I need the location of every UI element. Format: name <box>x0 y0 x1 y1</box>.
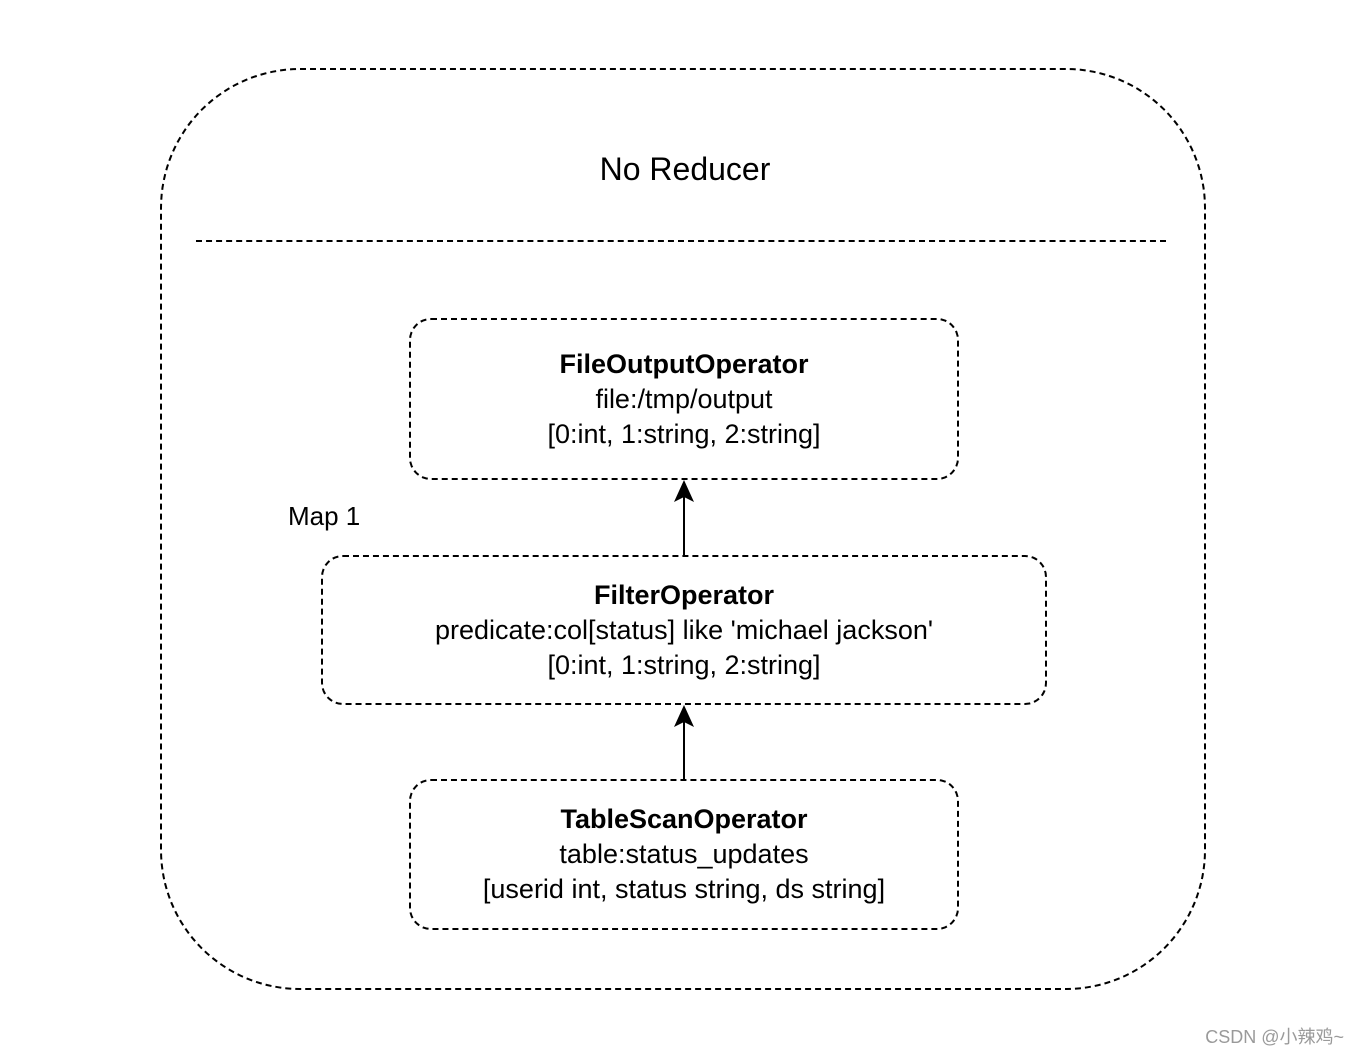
edge-filter-to-file-output <box>674 480 694 555</box>
arrow-head-icon <box>674 480 694 502</box>
filter-operator-node: FilterOperator predicate:col[status] lik… <box>321 555 1047 705</box>
operator-detail: table:status_updates <box>559 839 809 869</box>
operator-schema: [0:int, 1:string, 2:string] <box>547 418 821 449</box>
operator-name: TableScanOperator <box>560 804 808 834</box>
stage-divider <box>196 240 1166 242</box>
operator-detail: file:/tmp/output <box>595 383 773 414</box>
arrow-head-icon <box>674 705 694 727</box>
csdn-watermark: CSDN @小辣鸡~ <box>1205 1027 1344 1047</box>
operator-name: FileOutputOperator <box>559 348 809 379</box>
operator-detail: predicate:col[status] like 'michael jack… <box>434 614 934 645</box>
operator-schema: [userid int, status string, ds string] <box>482 874 886 904</box>
operator-name: FilterOperator <box>593 579 775 610</box>
operator-schema: [0:int, 1:string, 2:string] <box>547 649 821 680</box>
stage-title: No Reducer <box>599 151 771 187</box>
edge-table-scan-to-filter <box>674 705 694 779</box>
map-stage-label: Map 1 <box>288 501 361 531</box>
file-output-operator-node: FileOutputOperator file:/tmp/output [0:i… <box>409 318 959 480</box>
table-scan-operator-node: TableScanOperator table:status_updates [… <box>409 779 959 930</box>
reduce-stage-container <box>160 68 1206 990</box>
